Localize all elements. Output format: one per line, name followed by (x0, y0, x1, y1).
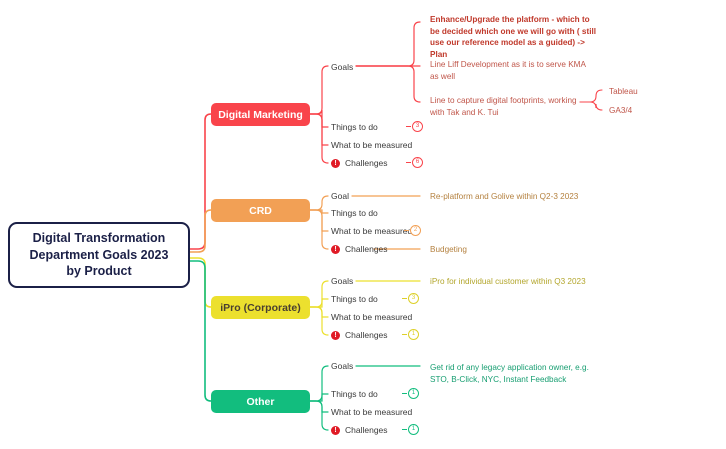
sub-branch-label: Challenges (345, 425, 388, 435)
sub-branch-label: Goals (331, 62, 354, 72)
leaf-dm-ga34[interactable]: GA3/4 (609, 106, 633, 115)
sub-branch-other-what-to-be-measured[interactable]: What to be measured (331, 406, 412, 418)
leaf-dm-goal-2[interactable]: Line Liff Development as it is to serve … (430, 60, 586, 81)
sub-branch-label: Goals (331, 361, 354, 371)
leaf-other-goal-1[interactable]: Get rid of any legacy application owner,… (430, 363, 589, 384)
sub-branch-dm-goals[interactable]: Goals (331, 61, 353, 73)
sub-branch-crd-challenges[interactable]: ! Challenges (331, 243, 388, 255)
branch-node-ipro-corporate[interactable]: iPro (Corporate) (211, 296, 310, 319)
leaf-crd-challenge-1[interactable]: Budgeting (430, 245, 467, 254)
badge-stub-dm-things-to-do (406, 126, 411, 127)
warning-icon: ! (331, 330, 340, 340)
count-badge-dm-challenges[interactable]: 6 (412, 157, 423, 168)
branch-node-digital-marketing[interactable]: Digital Marketing (211, 103, 310, 126)
count-badge-ipro-things-to-do[interactable]: 3 (408, 293, 419, 304)
sub-branch-label: Things to do (331, 122, 378, 132)
sub-branch-other-goals[interactable]: Goals (331, 360, 353, 372)
sub-branch-dm-challenges[interactable]: ! Challenges (331, 157, 388, 169)
sub-branch-label: What to be measured (331, 226, 413, 236)
sub-branch-dm-what-to-be-measured[interactable]: What to be measured (331, 139, 412, 151)
branch-node-crd[interactable]: CRD (211, 199, 310, 222)
sub-branch-label: Challenges (345, 330, 388, 340)
sub-branch-other-things-to-do[interactable]: Things to do (331, 388, 378, 400)
sub-branch-ipro-challenges[interactable]: ! Challenges (331, 329, 388, 341)
sub-branch-label: What to be measured (331, 407, 413, 417)
sub-branch-label: Challenges (345, 244, 388, 254)
sub-branch-ipro-goals[interactable]: Goals (331, 275, 353, 287)
badge-stub-other-things-to-do (402, 393, 407, 394)
leaf-dm-goal-3[interactable]: Line to capture digital footprints, work… (430, 96, 577, 117)
sub-branch-ipro-what-to-be-measured[interactable]: What to be measured (331, 311, 412, 323)
count-badge-other-things-to-do[interactable]: 1 (408, 388, 419, 399)
leaf-dm-goal-1[interactable]: Enhance/Upgrade the platform - which to … (430, 15, 597, 59)
sub-branch-crd-what-to-be-measured[interactable]: What to be measured (331, 225, 412, 237)
leaf-ipro-goal-1[interactable]: iPro for individual customer within Q3 2… (430, 277, 586, 286)
warning-icon: ! (331, 158, 340, 168)
badge-stub-ipro-challenges (402, 334, 407, 335)
count-badge-other-challenges[interactable]: 1 (408, 424, 419, 435)
warning-icon: ! (331, 425, 340, 435)
sub-branch-label: Goals (331, 276, 354, 286)
leaf-crd-goal-1[interactable]: Re-platform and Golive within Q2-3 2023 (430, 192, 579, 201)
sub-branch-label: What to be measured (331, 140, 413, 150)
sub-branch-label: Things to do (331, 208, 378, 218)
root-node[interactable]: Digital Transformation Department Goals … (8, 222, 190, 288)
badge-stub-other-challenges (402, 429, 407, 430)
count-badge-crd-what-to-be-measured[interactable]: 2 (410, 225, 421, 236)
branch-node-other[interactable]: Other (211, 390, 310, 413)
sub-branch-crd-things-to-do[interactable]: Things to do (331, 207, 378, 219)
sub-branch-label: What to be measured (331, 312, 413, 322)
badge-stub-dm-challenges (406, 162, 411, 163)
leaf-dm-tableau[interactable]: Tableau (609, 87, 638, 96)
warning-icon: ! (331, 244, 340, 254)
count-badge-ipro-challenges[interactable]: 1 (408, 329, 419, 340)
sub-branch-label: Things to do (331, 389, 378, 399)
badge-stub-crd-what-to-be-measured (404, 230, 409, 231)
sub-branch-label: Goal (331, 191, 349, 201)
badge-stub-ipro-things-to-do (402, 298, 407, 299)
sub-branch-crd-goal[interactable]: Goal (331, 190, 349, 202)
sub-branch-label: Things to do (331, 294, 378, 304)
sub-branch-ipro-things-to-do[interactable]: Things to do (331, 293, 378, 305)
sub-branch-other-challenges[interactable]: ! Challenges (331, 424, 388, 436)
sub-branch-label: Challenges (345, 158, 388, 168)
sub-branch-dm-things-to-do[interactable]: Things to do (331, 121, 378, 133)
count-badge-dm-things-to-do[interactable]: 3 (412, 121, 423, 132)
